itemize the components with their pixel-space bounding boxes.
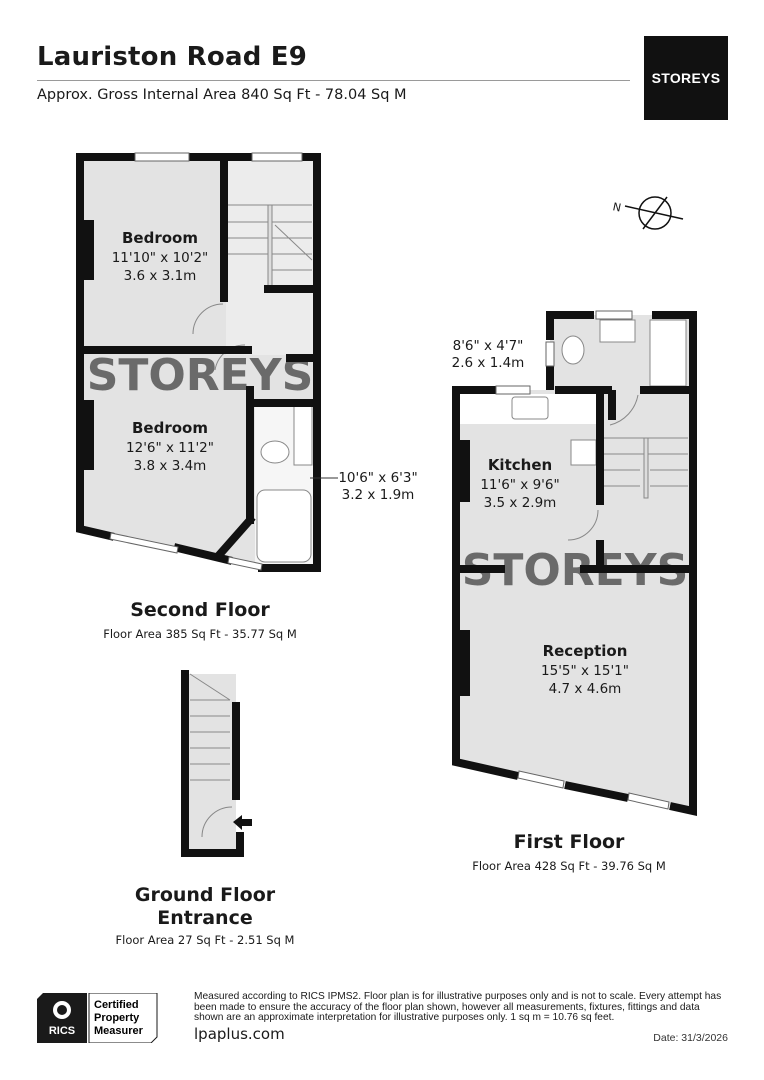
svg-text:8'6" x 4'7": 8'6" x 4'7" [453,338,524,354]
room-bedroom-1: Bedroom 11'10" x 10'2" 3.6 x 3.1m [112,229,209,284]
svg-text:Certified: Certified [94,999,139,1011]
svg-text:12'6" x 11'2": 12'6" x 11'2" [126,440,214,456]
svg-text:Measurer: Measurer [94,1025,144,1037]
rics-certified-badge: RICS Certified Property Measurer [37,993,158,1043]
first-floor-plan: STOREYS [452,310,697,816]
svg-text:Bedroom: Bedroom [132,419,208,437]
svg-text:4.7 x 4.6m: 4.7 x 4.6m [549,681,622,697]
svg-text:RICS: RICS [49,1025,75,1037]
second-floor-plan: STOREYS [76,152,418,572]
svg-text:3.6 x 3.1m: 3.6 x 3.1m [124,268,197,284]
svg-text:Property: Property [94,1012,140,1024]
first-floor-title: First Floor [513,831,625,853]
room-reception: Reception 15'5" x 15'1" 4.7 x 4.6m [541,642,629,697]
room-kitchen: Kitchen 11'6" x 9'6" 3.5 x 2.9m [480,456,559,511]
second-floor-area: Floor Area 385 Sq Ft - 35.77 Sq M [103,627,297,641]
ground-floor-title-line: Entrance [157,907,253,929]
svg-text:3.5 x 2.9m: 3.5 x 2.9m [484,495,557,511]
svg-text:Kitchen: Kitchen [488,456,552,474]
first-floor-area: Floor Area 428 Sq Ft - 39.76 Sq M [472,859,666,873]
room-shower-room: 8'6" x 4'7" 2.6 x 1.4m [452,338,525,371]
compass-north-label: N [612,200,623,214]
page-title: Lauriston Road E9 [37,42,308,72]
website-link[interactable]: lpaplus.com [194,1025,285,1043]
plan-date: Date: 31/3/2026 [653,1032,728,1044]
svg-text:Bedroom: Bedroom [122,229,198,247]
svg-text:10'6" x 6'3": 10'6" x 6'3" [338,470,417,486]
compass-icon: N [612,196,684,230]
ground-floor-plan [181,670,252,857]
svg-text:15'5" x 15'1": 15'5" x 15'1" [541,663,629,679]
gross-area: Approx. Gross Internal Area 840 Sq Ft - … [37,87,407,103]
entrance-arrow-icon [233,815,252,830]
second-floor-title: Second Floor [130,599,270,621]
ground-floor-area: Floor Area 27 Sq Ft - 2.51 Sq M [115,933,295,947]
floor-plan: N STOREYS [76,152,697,857]
watermark: STOREYS [87,350,314,401]
ground-floor-title-line: Ground Floor [134,884,276,906]
svg-text:Reception: Reception [543,642,628,660]
room-bathroom: 10'6" x 6'3" 3.2 x 1.9m [310,470,418,503]
svg-text:3.8 x 3.4m: 3.8 x 3.4m [134,458,207,474]
svg-text:11'6" x 9'6": 11'6" x 9'6" [480,477,559,493]
svg-text:2.6 x 1.4m: 2.6 x 1.4m [452,355,525,371]
storeys-logo: STOREYS [644,36,728,120]
room-bedroom-2: Bedroom 12'6" x 11'2" 3.8 x 3.4m [126,419,214,474]
svg-text:3.2 x 1.9m: 3.2 x 1.9m [342,487,415,503]
svg-text:11'10" x 10'2": 11'10" x 10'2" [112,250,209,266]
ground-floor-title: Ground Floor Entrance [85,884,325,930]
title-divider [37,80,630,81]
disclaimer: Measured according to RICS IPMS2. Floor … [194,991,722,1023]
